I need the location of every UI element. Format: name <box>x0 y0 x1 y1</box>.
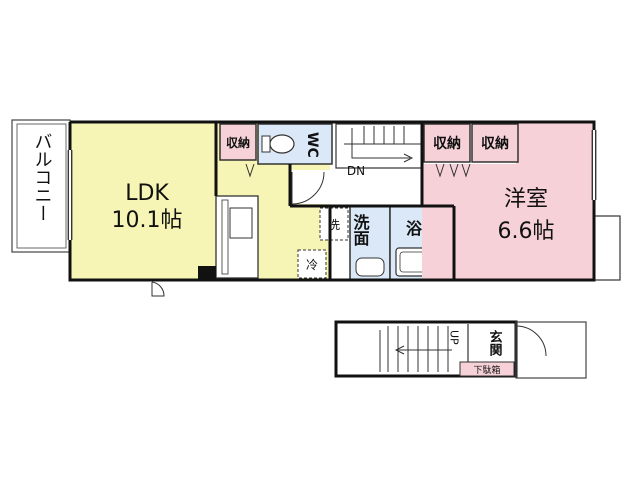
lower-floor: UP 玄関 下駄箱 <box>334 320 587 379</box>
shoe-box-label: 下駄箱 <box>473 364 500 376</box>
ldk-name: LDK <box>125 181 169 206</box>
washroom: 洗面 <box>349 205 391 281</box>
column <box>198 266 216 280</box>
kitchen-counter <box>215 195 259 279</box>
storage-bed-2-label: 収納 <box>481 135 509 152</box>
storage-bed-1: 収納 <box>423 123 471 178</box>
ldk-door <box>151 281 165 297</box>
bedroom-size: 6.6帖 <box>498 219 555 244</box>
balcony-label: バルコニー <box>32 132 53 222</box>
toilet-icon <box>269 134 295 154</box>
shoe-box <box>459 361 515 377</box>
fridge-label: 冷 <box>306 258 318 272</box>
fridge-space: 冷 <box>297 249 327 279</box>
down-label: DN <box>347 164 365 178</box>
storage-ldk-label: 収納 <box>226 135 250 150</box>
laundry-space: 洗 <box>319 207 349 241</box>
hall-door <box>290 170 420 205</box>
bay-window <box>593 215 621 281</box>
up-label: UP <box>448 330 461 345</box>
storage-bed-1-label: 収納 <box>433 135 461 152</box>
washroom-label: 洗面 <box>351 213 370 247</box>
bedroom-name: 洋室 <box>504 187 548 212</box>
entrance-label: 玄関 <box>487 329 503 357</box>
storage-bed-2: 収納 <box>461 123 519 178</box>
wc-room: WC <box>257 123 333 165</box>
ldk-size: 10.1帖 <box>112 208 183 233</box>
storage-ldk: 収納 <box>219 123 257 178</box>
wc-label: WC <box>304 132 320 158</box>
balcony: バルコニー <box>11 119 71 253</box>
stairs-down: DN <box>335 123 423 178</box>
